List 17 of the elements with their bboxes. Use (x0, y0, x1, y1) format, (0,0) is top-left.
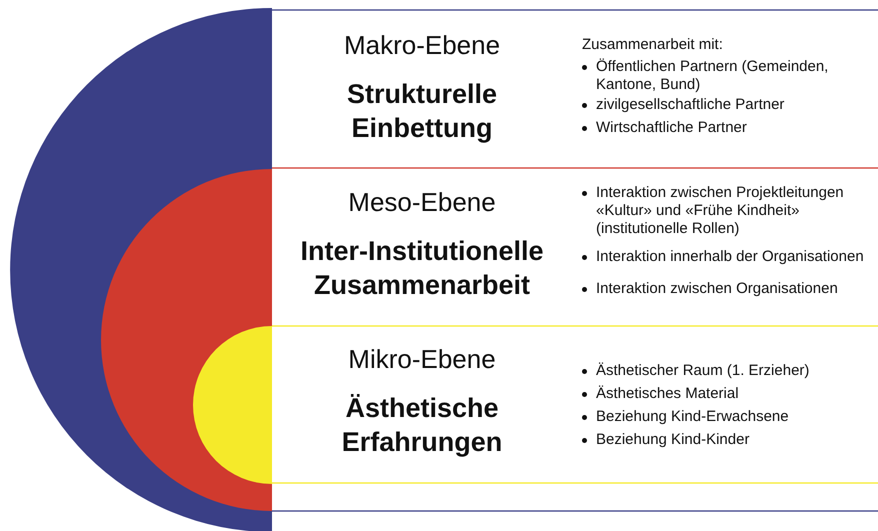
list-item-text: Ästhetischer Raum (1. Erzieher) (596, 362, 810, 379)
list-heading: Zusammenarbeit mit: (582, 36, 723, 54)
list-item-text: Wirtschaftliche Partner (596, 119, 747, 136)
list-item-text: Beziehung Kind-Kinder (596, 431, 750, 448)
list-item-text: zivilgesellschaftliche Partner (596, 96, 784, 113)
level-heading: Makro-Ebene (342, 30, 502, 62)
level-title: Ästhetische Erfahrungen (340, 392, 504, 459)
list-item-text: Interaktion zwischen Projektleitungen «Kultur» und «Frühe Kindheit» (institutionelle Rollen) (596, 184, 844, 237)
level-title: Strukturelle Einbettung (346, 78, 498, 145)
level-heading: Meso-Ebene (347, 187, 497, 218)
list-item-text: Interaktion innerhalb der Organisationen (596, 248, 864, 265)
list-item-text: Interaktion zwischen Organisationen (596, 280, 838, 297)
list-item-text: Ästhetisches Material (596, 385, 739, 402)
level-heading: Mikro-Ebene (347, 344, 497, 376)
level-title: Inter-Institutionelle Zusammenarbeit (300, 235, 544, 302)
list-item-text: Öffentlichen Partnern (Gemeinden, Kantone, Bund) (596, 58, 828, 93)
list-item-text: Beziehung Kind-Erwachsene (596, 408, 789, 425)
